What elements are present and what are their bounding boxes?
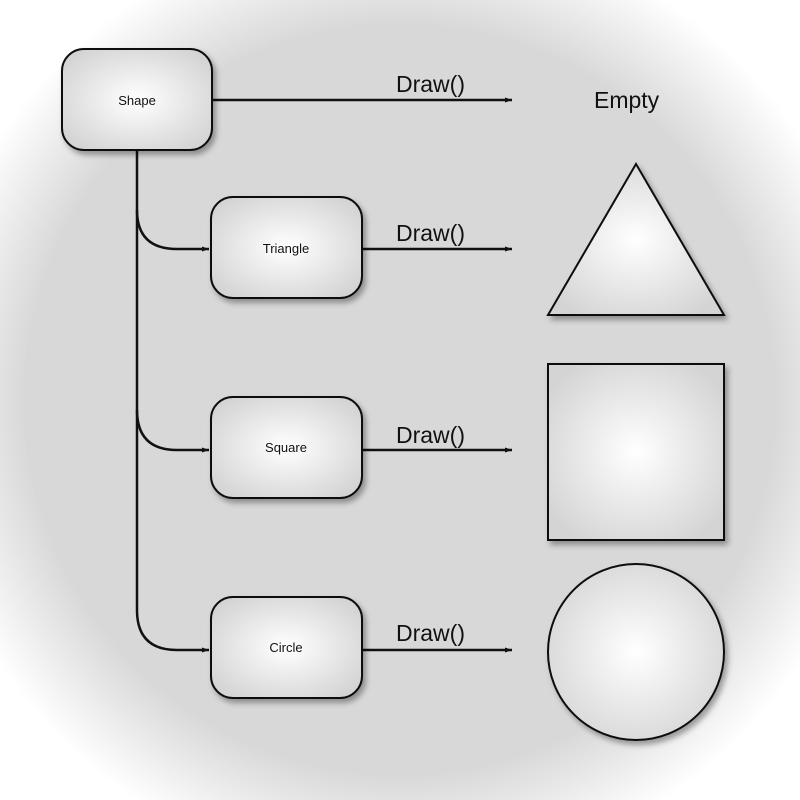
circle-node-label: Circle [269, 640, 302, 655]
triangle-shape [546, 162, 726, 316]
square-node-label: Square [265, 440, 307, 455]
circle-node [210, 596, 363, 699]
empty-result-label: Empty [594, 87, 660, 113]
square-shape [547, 363, 725, 541]
triangle-node [210, 196, 363, 299]
circle-shape [547, 563, 725, 741]
shape-draw-label: Draw() [396, 71, 465, 97]
circle-draw-label: Draw() [396, 620, 465, 646]
shape-to-square-connector [135, 409, 209, 453]
square-node [210, 396, 363, 499]
square-draw-label: Draw() [396, 422, 465, 448]
shape-to-triangle-connector [135, 209, 209, 252]
trunk-to-circle-connector [135, 150, 209, 653]
shape-node [61, 48, 213, 151]
shape-node-label: Shape [118, 93, 156, 108]
triangle-node-label: Triangle [263, 241, 309, 256]
triangle-draw-label: Draw() [396, 220, 465, 246]
